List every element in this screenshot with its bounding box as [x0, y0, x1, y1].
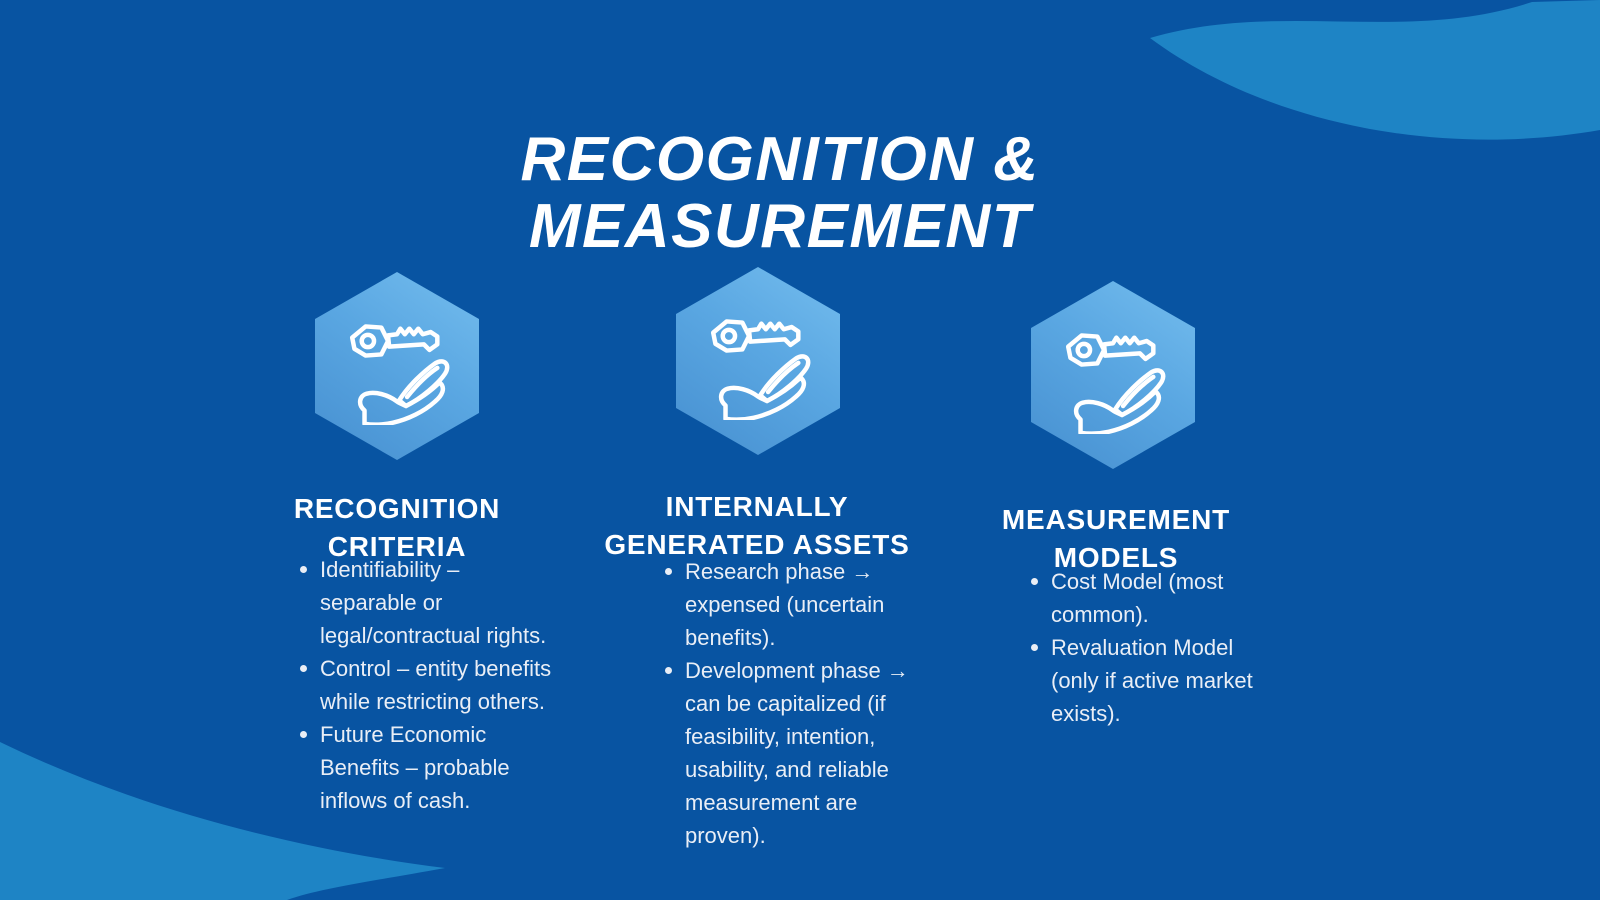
column-heading-recognition-criteria: RECOGNITION CRITERIA [293, 493, 501, 563]
list-item: Revaluation Model (only if active market… [1028, 631, 1318, 730]
slide-title: RECOGNITION & MEASUREMENT [520, 124, 1040, 261]
list-item: Research phase → expensed (uncertain ben… [662, 555, 962, 654]
key-in-hand-icon [1065, 333, 1166, 434]
list-item: Identifiability – separable or legal/con… [297, 553, 597, 652]
key-in-hand-icon [349, 324, 450, 425]
top-right-swoosh-shape [1150, 0, 1600, 140]
measurement-models-list: Cost Model (most common). Revaluation Mo… [1028, 565, 1318, 730]
hexagon-badge [315, 272, 479, 460]
list-item: Cost Model (most common). [1028, 565, 1318, 631]
internally-generated-assets-list: Research phase → expensed (uncertain ben… [662, 555, 962, 852]
hexagon-badge [676, 267, 840, 455]
list-item: Future Economic Benefits – probable infl… [297, 718, 597, 817]
list-item: Development phase → can be capitalized (… [662, 654, 962, 852]
column-heading-internally-generated-assets: INTERNALLY GENERATED ASSETS [604, 491, 910, 561]
hexagon-badge [1031, 281, 1195, 469]
column-heading-measurement-models: MEASUREMENT MODELS [1001, 504, 1231, 574]
key-in-hand-icon [710, 319, 811, 420]
list-item: Control – entity benefits while restrict… [297, 652, 597, 718]
recognition-criteria-list: Identifiability – separable or legal/con… [297, 553, 597, 817]
